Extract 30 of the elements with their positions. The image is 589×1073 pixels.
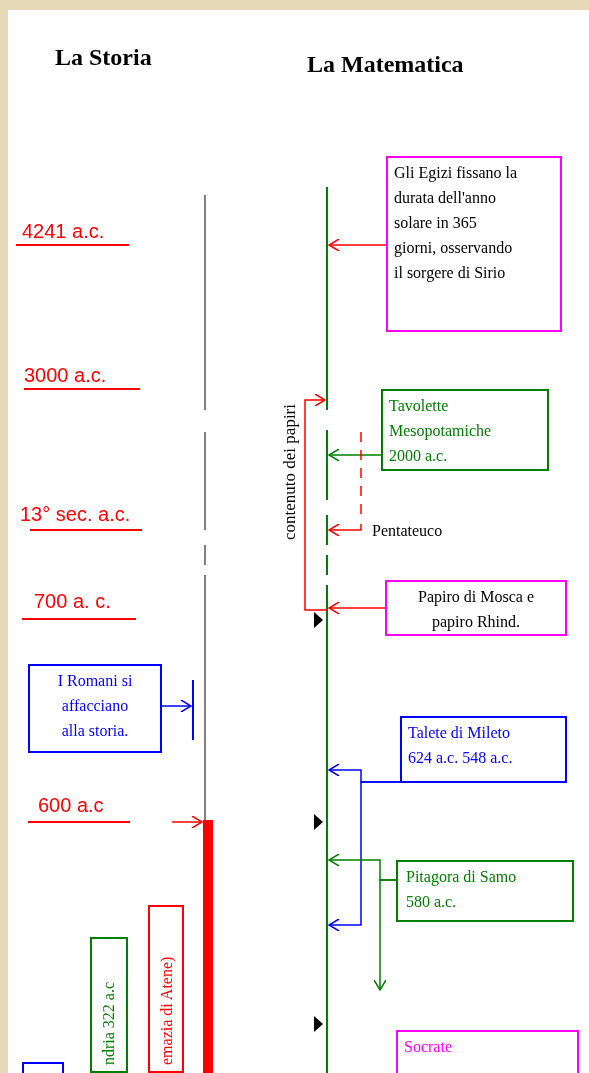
- arrow: [161, 699, 192, 713]
- text-box: emazia di Atene): [148, 905, 184, 1073]
- arrow: [328, 448, 382, 462]
- period-bar: [203, 820, 213, 1073]
- text-box: Socrate: [396, 1030, 579, 1073]
- timeline-line: [326, 186, 328, 1073]
- date-label: 3000 a.c.: [24, 364, 107, 387]
- bracket-arrow: [304, 393, 328, 611]
- date-label: 600 a.c: [38, 794, 104, 817]
- bracket-arrow: [373, 879, 397, 991]
- timeline-line: [204, 194, 206, 821]
- text-box: Talete di Mileto 624 a.c. 548 a.c.: [400, 716, 567, 783]
- text-box: Gli Egizi fissano la durata dell'anno solare in 365 giorni, osservando il sorgere di Sirio: [386, 156, 562, 332]
- date-label: 13° sec. a.c.: [20, 503, 131, 526]
- text-box: Papiro di Mosca e papiro Rhind.: [385, 580, 567, 636]
- date-label: 4241 a.c.: [22, 220, 105, 243]
- arrow: [328, 523, 362, 537]
- text-box: I Romani si affacciano alla storia.: [28, 664, 162, 753]
- text-box: ndria 322 a.c: [90, 937, 128, 1073]
- text-box: Tavolette Mesopotamiche 2000 a.c.: [381, 389, 549, 471]
- text-box: Pitagora di Samo 580 a.c.: [396, 860, 574, 922]
- date-label: 700 a. c.: [34, 590, 111, 613]
- column-heading: La Storia: [55, 44, 152, 71]
- bracket-arrow: [171, 815, 203, 829]
- arrow: [328, 238, 387, 252]
- event-label: Pentateuco: [372, 518, 443, 543]
- column-heading: La Matematica: [307, 51, 464, 78]
- arrow: [328, 601, 386, 615]
- tick-mark: [192, 679, 194, 741]
- arrow: [328, 781, 401, 932]
